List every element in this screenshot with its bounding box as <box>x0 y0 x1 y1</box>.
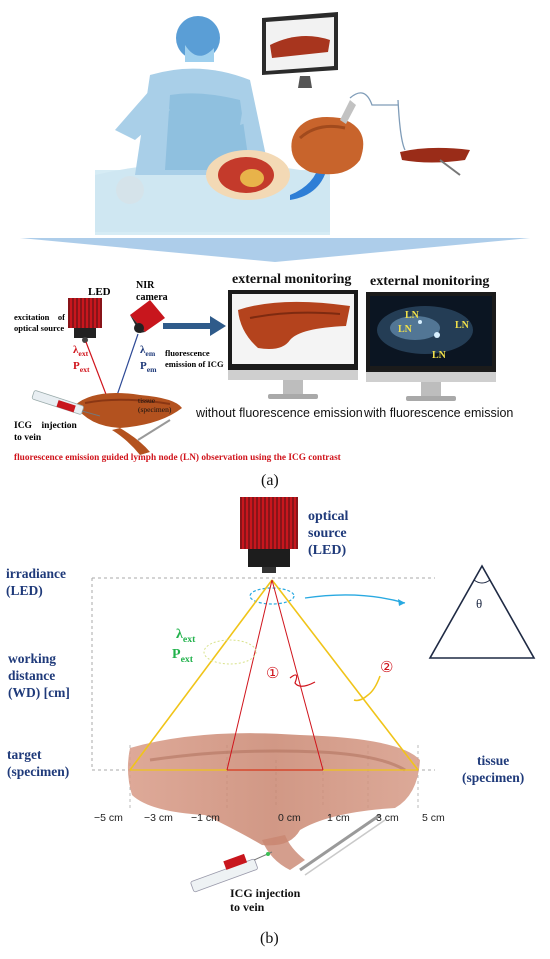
ln-mark-4: LN <box>432 350 446 361</box>
icg-injection-label-b: ICG injection to vein <box>230 886 301 914</box>
tick-1: 1 cm <box>327 812 350 824</box>
tick-3: 3 cm <box>376 812 399 824</box>
irradiance-label: irradiance (LED) <box>6 566 66 598</box>
excitation-label: excitation of optical source <box>14 312 65 333</box>
marker-2: ② <box>380 660 394 676</box>
flow-arrow <box>163 316 226 336</box>
tick-0: 0 cm <box>278 812 301 824</box>
target-label: target (specimen) <box>7 747 70 779</box>
beam-wide-left <box>129 579 273 771</box>
monitor-left-title: external monitoring <box>232 272 352 287</box>
theta-arc <box>473 579 491 584</box>
ln-mark-2: LN <box>398 324 412 335</box>
nir-camera <box>130 300 165 333</box>
transition-chevron <box>20 238 530 262</box>
lambda-ellipse <box>203 639 257 665</box>
beam-narrow-right <box>271 579 324 771</box>
fluorescence-icg-label: fluorescence emission of ICG <box>165 348 224 369</box>
tick-neg1: −1 cm <box>191 812 220 824</box>
monitor-left <box>228 290 358 399</box>
caption-with: with fluorescence emission <box>364 406 514 420</box>
ln-mark-1: LN <box>405 310 419 321</box>
tick-5: 5 cm <box>422 812 445 824</box>
syringe-b <box>190 851 273 893</box>
theta-label: θ <box>476 596 483 611</box>
tick-neg5: −5 cm <box>94 812 123 824</box>
working-distance-label: working distance (WD) [cm] <box>8 651 70 700</box>
panel-b-label: (b) <box>260 930 279 947</box>
marker-2-curve <box>353 675 381 702</box>
lambda-em-a: λem <box>140 344 156 359</box>
lambda-ext-a: λext <box>73 344 89 359</box>
p-ext-a: Pext <box>73 360 90 375</box>
irradiance-connector <box>304 594 406 604</box>
p-ext-b: Pext <box>172 647 194 665</box>
led-label-a: LED <box>88 286 111 298</box>
p-em-a: Pem <box>140 360 157 375</box>
beam-wide-right <box>271 579 419 771</box>
tissue-specimen-label-a: tissue (specimen) <box>138 396 172 414</box>
lambda-ext-b: λext <box>176 627 196 645</box>
syringe-a <box>31 390 101 417</box>
tissue-label-b: tissue (specimen) <box>462 753 525 785</box>
icg-injection-label-a: ICG injection to vein <box>14 421 77 443</box>
optical-source-label: optical source (LED) <box>308 509 349 558</box>
panel-a-label: (a) <box>261 472 279 489</box>
marker-1: ① <box>266 666 280 682</box>
theta-triangle <box>428 564 536 659</box>
irradiance-ellipse <box>249 587 295 605</box>
nir-camera-label: NIR camera <box>136 280 168 303</box>
surgery-scene <box>95 12 470 235</box>
tick-neg3: −3 cm <box>144 812 173 824</box>
led-device-b <box>240 497 298 573</box>
marker-1-curve <box>289 674 316 687</box>
monitor-right-title: external monitoring <box>370 274 490 289</box>
caption-without: without fluorescence emission <box>196 406 363 420</box>
led-device-a <box>68 298 102 343</box>
tissue-specimen-a <box>75 392 182 455</box>
tissue-specimen-b <box>127 733 421 876</box>
monitor-right <box>366 292 496 401</box>
panel-a-bottom-caption: fluorescence emission guided lymph node … <box>14 453 341 463</box>
ln-mark-3: LN <box>455 320 469 331</box>
beam-narrow-left <box>226 579 273 771</box>
